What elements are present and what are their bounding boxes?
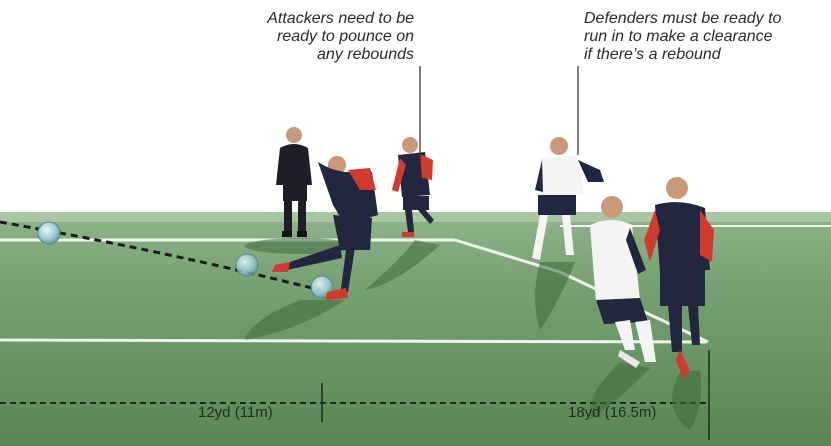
- referee-figure: [276, 127, 312, 237]
- defenders-annotation: Defenders must be ready to run in to mak…: [584, 10, 824, 64]
- player-shadows: [245, 238, 702, 430]
- penalty-area-line: [0, 338, 707, 344]
- attackers-annotation: Attackers need to be ready to pounce on …: [194, 10, 414, 64]
- defender-figure: [532, 137, 604, 260]
- ball-icon: [235, 253, 259, 277]
- annotation-line: any rebounds: [317, 46, 414, 63]
- annotation-line: Attackers need to be: [267, 10, 414, 27]
- ball-sequence: [37, 221, 334, 299]
- pitch-horizon-band: [0, 212, 831, 222]
- ball-icon: [37, 221, 61, 245]
- penalty-area-distance-label: 18yd (16.5m): [568, 404, 657, 421]
- penalty-taker-figure: [272, 156, 378, 300]
- annotation-line: Defenders must be ready to: [584, 10, 782, 27]
- annotation-line: run in to make a clearance: [584, 28, 773, 45]
- attacker-figure: [392, 137, 434, 237]
- penalty-spot-distance-label: 12yd (11m): [198, 404, 273, 421]
- annotation-line: if there’s a rebound: [584, 46, 721, 63]
- annotation-line: ready to pounce on: [277, 28, 414, 45]
- attacker-figure: [644, 177, 714, 380]
- defender-figure: [590, 196, 656, 368]
